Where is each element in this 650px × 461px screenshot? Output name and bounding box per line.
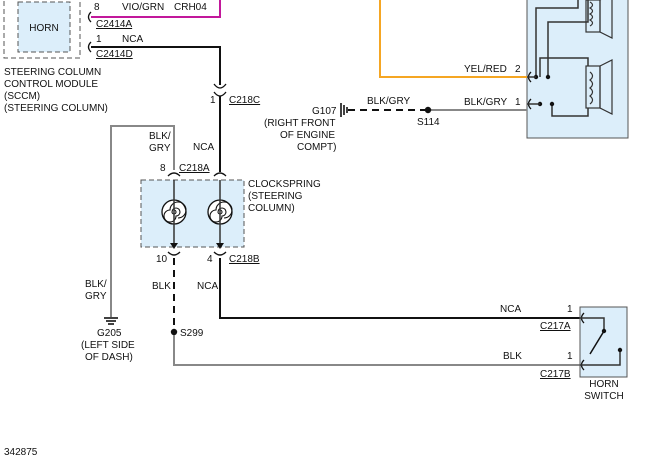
horn-pin-2-number: 2: [515, 64, 521, 75]
horn-switch-pin-upper-number: 1: [567, 304, 573, 315]
wire-nca-clockspring-top-label: NCA: [193, 142, 214, 153]
wire-nca-clockspring-bottom-label: NCA: [197, 281, 218, 292]
g205-description-line-1: (LEFT SIDE: [81, 340, 135, 351]
sccm-pin-8-terminal: [87, 11, 92, 23]
connector-c217b-label: C217B: [540, 369, 571, 380]
wire-blk-gry-g107-label: BLK/GRY: [367, 96, 410, 107]
horn-diaphragm-2: [599, 59, 613, 115]
wire-blk-s299-to-horn-switch: [173, 335, 580, 366]
horn-internal-wire-2: [547, 0, 589, 77]
clockspring-pin-8-terminal: [167, 172, 181, 177]
sccm-pin-8-number: 8: [94, 2, 100, 13]
sccm-horn-box: [17, 1, 71, 53]
horn-switch-pin-lower-number: 1: [567, 351, 573, 362]
g107-label: G107: [312, 106, 337, 117]
wire-nca-clockspring-to-horn-switch: [219, 258, 580, 319]
splice-s114-label: S114: [417, 117, 440, 128]
connector-c218a-label: C218A: [179, 163, 210, 174]
g205-wire-label-2: GRY: [85, 291, 107, 302]
splice-s299-dot: [170, 328, 178, 336]
sccm-description-line-1: STEERING COLUMN: [4, 67, 101, 78]
figure-number: 342875: [4, 447, 38, 458]
horn-internal-wire-3: [539, 57, 589, 77]
clockspring-pin-10-number: 10: [156, 254, 168, 265]
horn-switch-internal-upper: [580, 317, 605, 330]
wire-crh04-circuit-label: CRH04: [174, 2, 207, 13]
g205-wire-label-1: BLK/: [85, 279, 107, 290]
connector-c218b-label: C218B: [229, 254, 260, 265]
clockspring-left-arrow: [170, 243, 178, 249]
horn-diaphragm-1: [599, 0, 613, 39]
g205-description-line-2: OF DASH): [85, 352, 133, 363]
horn-pin-1-number: 1: [515, 97, 521, 108]
c218c-pin-number: 1: [210, 95, 216, 106]
wire-blk-horn-switch-label: BLK: [503, 351, 522, 362]
g107-description-line-1: (RIGHT FRONT: [264, 118, 335, 129]
sccm-pin-1-terminal: [87, 41, 92, 53]
ground-g205: BLK/ GRY G205 (LEFT SIDE OF DASH): [81, 279, 135, 363]
c218c-upper-terminal: [213, 83, 227, 89]
clockspring-left-coil-spiral: [163, 201, 187, 223]
sccm-description-line-4: (STEERING COLUMN): [4, 103, 108, 114]
horn-internal-wire-1: [535, 0, 579, 77]
clockspring-nca-top-terminal: [213, 172, 227, 177]
wire-nca-horn-switch-label: NCA: [500, 304, 521, 315]
horn-switch-label-line-1: HORN: [589, 379, 618, 390]
g205-label: G205: [97, 328, 122, 339]
wire-yel-red-label: YEL/RED: [464, 64, 507, 75]
horn-switch-lever: [589, 330, 605, 355]
horn-assembly: [526, 0, 629, 139]
horn-assembly-box: [526, 0, 629, 139]
wire-blk-gry-horn-label: BLK/GRY: [464, 97, 507, 108]
horn-switch-label-line-2: SWITCH: [584, 391, 623, 402]
horn-junction-dot-4: [549, 101, 555, 107]
sccm-pin-1-number: 1: [96, 34, 102, 45]
horn-switch-contact-bottom: [617, 347, 623, 353]
clockspring-pin-4-number: 4: [207, 254, 213, 265]
splice-s299-label: S299: [180, 328, 204, 339]
wire-crh04-color-label: VIO/GRN: [122, 2, 164, 13]
horn-junction-dot-2: [545, 74, 551, 80]
horn-switch: [579, 306, 628, 378]
clockspring-pin-8-number: 8: [160, 163, 166, 174]
sccm-description-line-3: (SCCM): [4, 91, 40, 102]
connector-c2414a-label: C2414A: [96, 19, 132, 30]
horn-switch-internal-lower: [580, 350, 621, 366]
sccm-outer-box: [3, 0, 81, 59]
clockspring-description-line-3: COLUMN): [248, 203, 295, 214]
horn-internal-wire-4: [551, 104, 589, 117]
g107-description-line-3: COMPT): [297, 142, 336, 153]
connector-c217a-label: C217A: [540, 321, 571, 332]
wire-crh04-vio-grn: [91, 0, 221, 18]
splice-s114-dot: [424, 106, 432, 114]
wire-yel-red: [379, 0, 527, 78]
wire-blk-clockspring-label: BLK: [152, 281, 171, 292]
clockspring-description-line-2: (STEERING: [248, 191, 303, 202]
clockspring-pin-4-terminal: [213, 251, 227, 256]
horn-coil-1-winding: [588, 1, 594, 27]
clockspring: [140, 172, 245, 256]
connector-c2414d-label: C2414D: [96, 49, 133, 60]
wire-blk-gry-clockspring-label-1: BLK/: [149, 131, 171, 142]
wire-nca-sccm-to-c218c: [91, 46, 221, 85]
g107-description-line-2: OF ENGINE: [280, 130, 335, 141]
clockspring-description-line-1: CLOCKSPRING: [248, 179, 321, 190]
wire-blk-gry-clockspring-label-2: GRY: [149, 143, 171, 154]
sccm-description-line-2: CONTROL MODULE: [4, 79, 98, 90]
horn-coil-2-winding: [589, 71, 594, 105]
sccm-module: HORN STEERING COLUMN CONTROL MODULE (SCC…: [3, 0, 221, 114]
clockspring-pin-10-terminal: [167, 251, 181, 256]
c218c-connector-label: C218C: [229, 95, 260, 106]
ground-g107: G107 (RIGHT FRONT OF ENGINE COMPT): [264, 103, 348, 153]
clockspring-right-coil-spiral: [209, 201, 233, 223]
clockspring-right-arrow: [216, 243, 224, 249]
wire-blk-gry-clockspring-to-g205: [110, 125, 175, 317]
wire-nca-sccm-label: NCA: [122, 34, 143, 45]
sccm-horn-label: HORN: [29, 23, 58, 34]
